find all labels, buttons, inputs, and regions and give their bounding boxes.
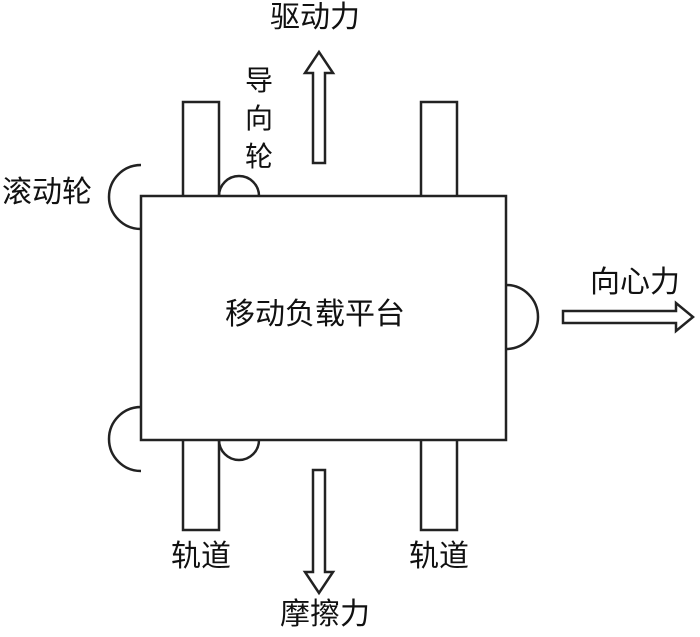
rail-left-label: 轨道 (171, 539, 231, 574)
rail-bottom-right (419, 436, 459, 532)
centripetal-force-label: 向心力 (590, 265, 680, 300)
drive-force-arrow (302, 49, 336, 165)
platform-label: 移动负载平台 (225, 297, 405, 332)
rolling-wheel-right (505, 283, 540, 351)
guide-wheel-top (217, 174, 261, 197)
friction-force-arrow (302, 468, 336, 596)
friction-force-label: 摩擦力 (280, 597, 370, 632)
guide-wheel-bottom (217, 439, 261, 462)
rail-top-right (419, 100, 459, 200)
centripetal-force-arrow (561, 300, 695, 334)
guide-wheel-label: 导向轮 (244, 64, 273, 173)
rail-top-left (181, 100, 221, 200)
platform-body (139, 194, 508, 442)
rolling-wheel-label: 滚动轮 (2, 175, 92, 210)
rail-right-label: 轨道 (409, 539, 469, 574)
rolling-wheel-bottom-left (107, 405, 142, 473)
drive-force-label: 驱动力 (270, 0, 360, 35)
rolling-wheel-top-left (107, 163, 142, 231)
rail-bottom-left (181, 436, 221, 532)
